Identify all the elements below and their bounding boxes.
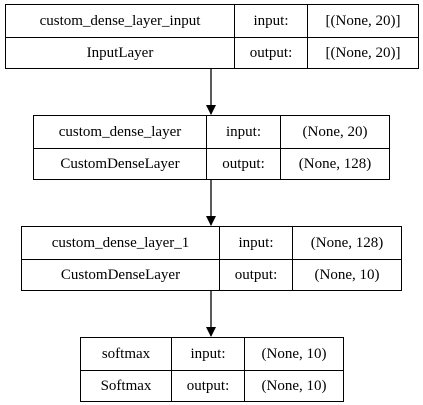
layer-class: InputLayer [86, 45, 154, 61]
layer-node-softmax: softmax input: (None, 10) Softmax output… [80, 337, 344, 402]
layer-class: CustomDenseLayer [60, 156, 180, 172]
input-label: input: [225, 123, 261, 140]
output-label: output: [249, 45, 293, 61]
layer-class: CustomDenseLayer [60, 267, 181, 283]
input-shape: (None, 20) [302, 123, 368, 140]
input-label: input: [238, 234, 274, 251]
output-label: output: [222, 156, 265, 172]
input-shape: (None, 128) [310, 234, 384, 251]
layer-name: custom_dense_layer_1 [51, 234, 190, 251]
layer-node-custom-dense-layer-input: custom_dense_layer_input input: [(None, … [5, 4, 419, 69]
input-shape: [(None, 20)] [325, 12, 401, 29]
layer-name: softmax [101, 345, 151, 362]
layer-node-custom-dense-layer: custom_dense_layer input: (None, 20) Cus… [33, 115, 390, 180]
output-label: output: [186, 378, 230, 394]
output-label: output: [234, 267, 278, 283]
layer-name: custom_dense_layer_input [39, 12, 201, 29]
layer-node-custom-dense-layer-1: custom_dense_layer_1 input: (None, 128) … [21, 226, 402, 291]
output-shape: (None, 10) [314, 267, 380, 283]
layer-class: Softmax [100, 378, 152, 394]
layer-name: custom_dense_layer [58, 123, 182, 140]
input-label: input: [253, 12, 289, 29]
output-shape: [(None, 20)] [325, 45, 401, 61]
input-label: input: [190, 345, 226, 362]
output-shape: (None, 10) [261, 378, 327, 394]
output-shape: (None, 128) [298, 156, 372, 172]
input-shape: (None, 10) [261, 345, 327, 362]
